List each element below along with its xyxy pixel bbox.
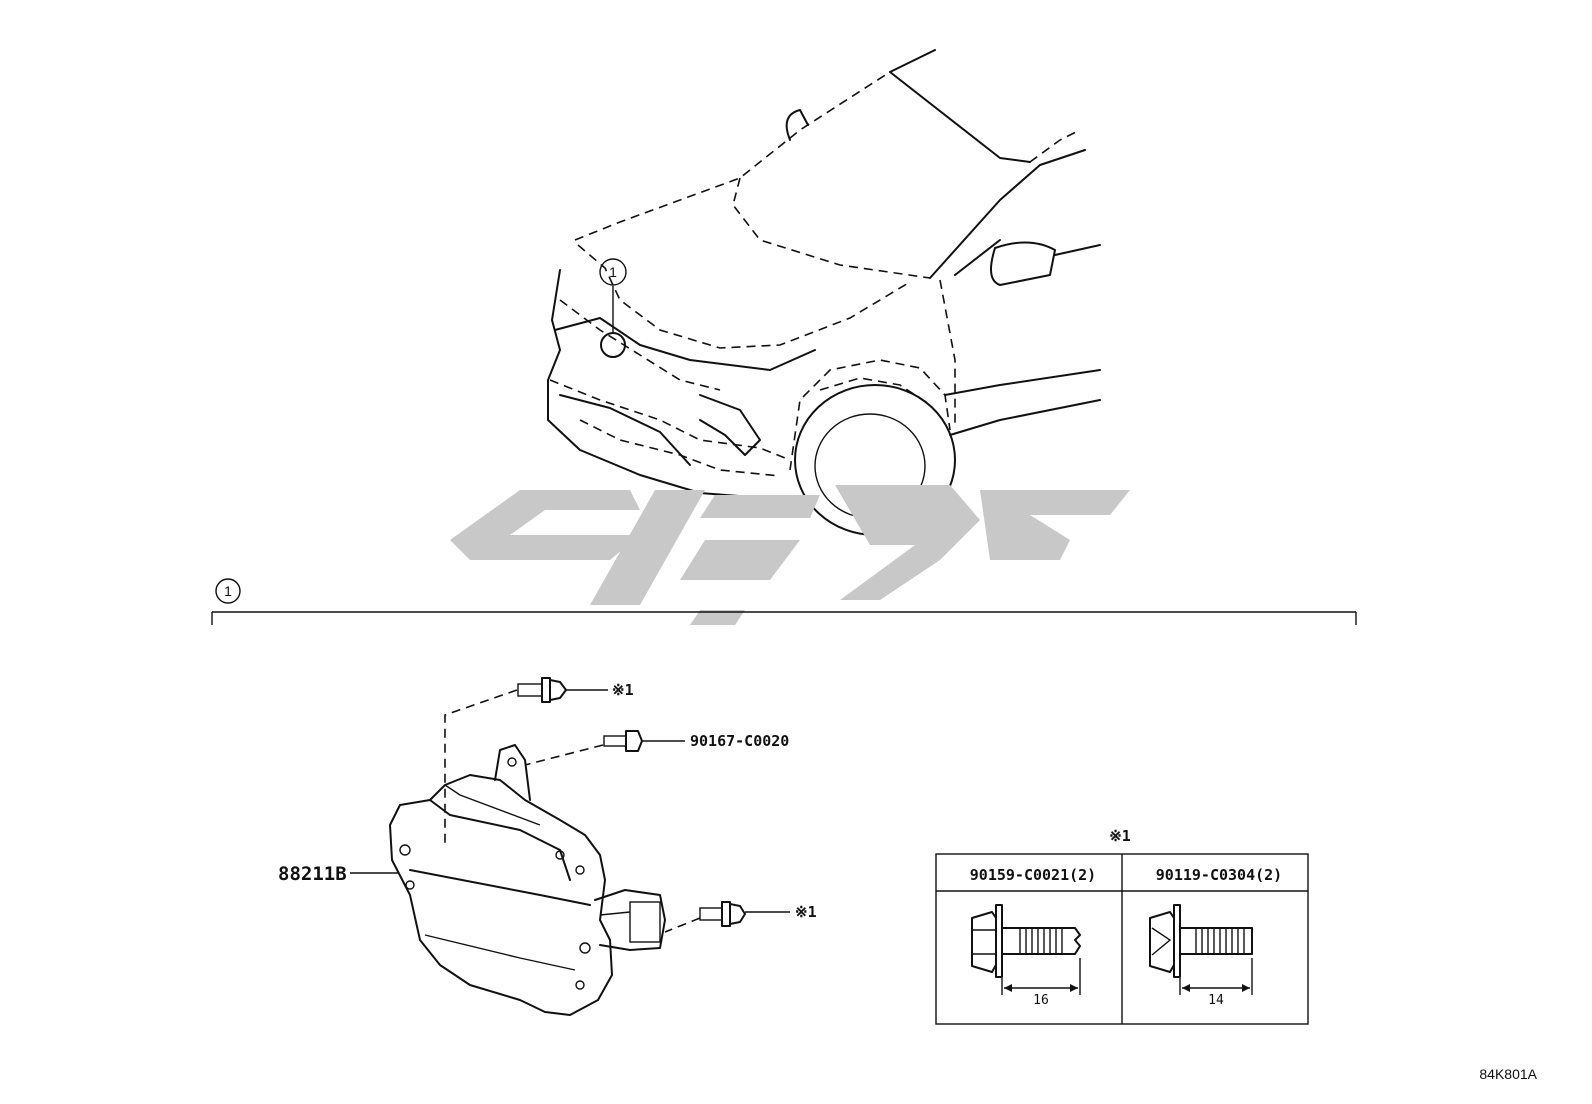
radar-sensor-assembly <box>389 689 701 1016</box>
callout-circle-car <box>599 258 627 286</box>
label-screw-90167: 90167-C0020 <box>690 732 789 750</box>
dimension-length-1: 16 <box>1033 993 1049 1008</box>
label-ref-bolt-upper: ※1 <box>612 681 634 699</box>
table-title: ※1 <box>1109 827 1131 845</box>
callout-label-car: 1 <box>609 264 617 280</box>
flange-bolt-lower <box>699 901 790 927</box>
section-bracket: 1 <box>211 578 1357 625</box>
flange-bolt-upper <box>517 677 608 703</box>
table-part-number-1: 90159-C0021(2) <box>970 866 1096 884</box>
screw-part <box>603 730 685 752</box>
diagram-code: 84K801A <box>1479 1066 1537 1082</box>
bolt-icon-1: 16 <box>971 904 1081 1008</box>
callout-label-section: 1 <box>224 583 232 599</box>
bolt-reference-table: ※1 90159-C0021(2) 90119-C0304(2) 16 <box>935 827 1309 1025</box>
table-part-number-2: 90119-C0304(2) <box>1156 866 1282 884</box>
label-88211b: 88211B <box>278 863 347 885</box>
bolt-icon-2: 14 <box>1149 904 1253 1008</box>
watermark-logo <box>450 485 1130 625</box>
vehicle-illustration: 1 <box>547 49 1101 536</box>
label-ref-bolt-lower: ※1 <box>795 903 817 921</box>
dimension-length-2: 14 <box>1208 993 1224 1008</box>
callout-circle-section <box>215 578 241 604</box>
